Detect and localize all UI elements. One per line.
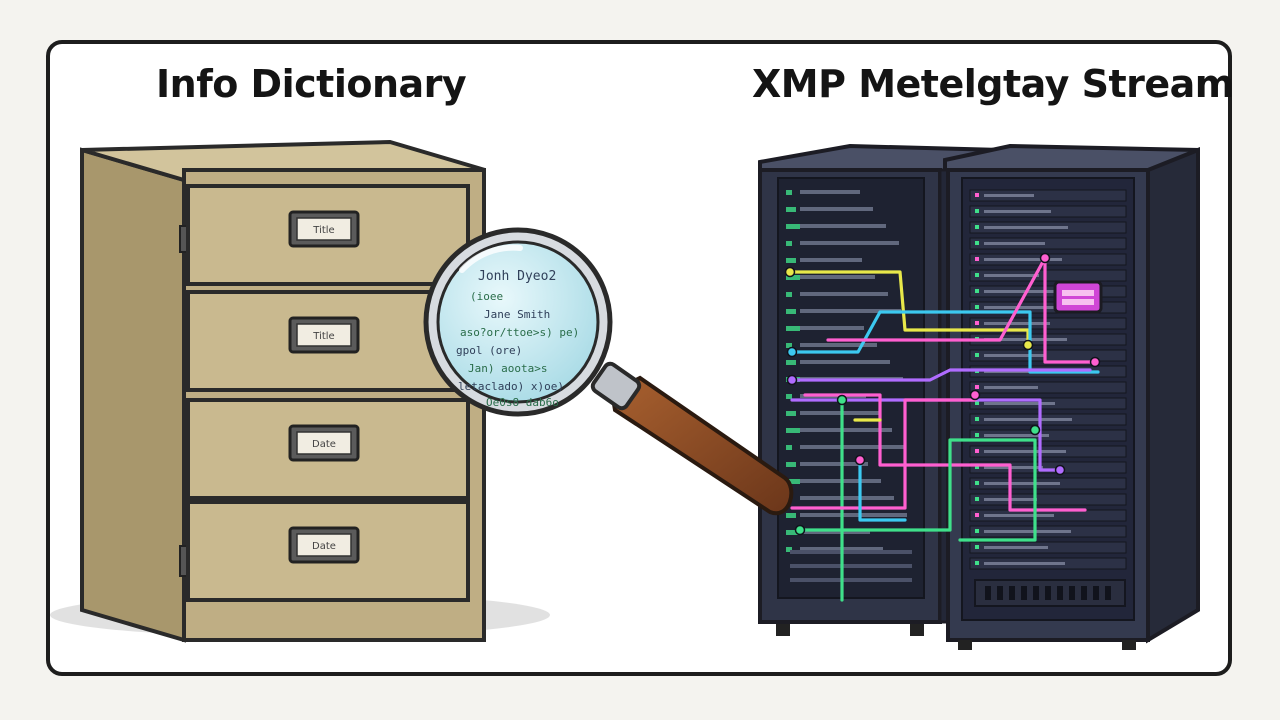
lens-text-line: Oe0s8 dab6o [486, 396, 559, 409]
server-rack-icon [758, 143, 1200, 650]
lens-text-line: Jonh Dyeo2 [478, 269, 556, 284]
info-dictionary-heading: Info Dictionary [156, 62, 467, 106]
drawer: Date [186, 500, 470, 602]
drawer-label: Date [312, 541, 336, 552]
xmp-stream-heading: XMP Metelgtay Stream [752, 62, 1234, 106]
wire [790, 368, 1092, 382]
lens-text-line: (ioee [470, 290, 503, 303]
drawer: Title [186, 184, 470, 286]
drawer-label: Date [312, 439, 336, 450]
drawer-label: Title [312, 225, 334, 236]
lens-text-line: gpol (ore) [456, 344, 522, 357]
wire [790, 310, 1100, 374]
drawer: Date [186, 398, 470, 500]
wire [858, 458, 907, 522]
lens-text-line: Jane Smith [484, 308, 550, 321]
lens-text-line: letaclado) x)oe) [458, 380, 564, 393]
drawer-label: Title [312, 331, 334, 342]
wire [788, 270, 1030, 347]
drawer: Title [186, 290, 470, 392]
wire [798, 438, 1037, 542]
lens-text-line: Jan) aoota>s [468, 362, 547, 375]
wire [803, 393, 1087, 512]
lens-text-line: aso?or/ttoe>s) pe) [460, 326, 579, 339]
